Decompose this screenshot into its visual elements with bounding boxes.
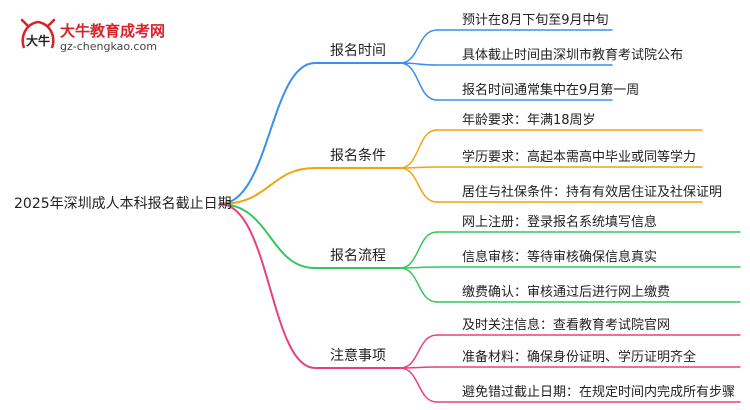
leaf-connector-time-1	[399, 29, 438, 64]
leaf-connector-notes-3	[399, 367, 438, 403]
branch-connector-process	[219, 203, 316, 269]
leaf-requirements-1: 年龄要求：年满18周岁	[462, 113, 596, 128]
mindmap-root-title: 2025年深圳成人本科报名截止日期	[14, 196, 232, 212]
leaf-process-2: 信息审核：等待审核确保信息真实	[462, 250, 658, 265]
leaf-connector-notes-1	[399, 334, 438, 369]
leaf-notes-1: 及时关注信息：查看教育考试院官网	[462, 318, 671, 333]
bull-logo-icon: 大牛	[20, 18, 56, 49]
logo-url: gz-chengkao.com	[60, 40, 157, 53]
leaf-time-3: 报名时间通常集中在9月第一周	[462, 83, 640, 98]
leaf-time-1: 预计在8月下旬至9月中旬	[462, 13, 609, 28]
leaf-process-3: 缴费确认：审核通过后进行网上缴费	[462, 285, 671, 300]
branch-label-requirements: 报名条件	[330, 148, 386, 164]
leaf-connector-requirements-3	[399, 167, 438, 203]
leaf-connector-process-3	[399, 267, 438, 303]
leaf-notes-2: 准备材料：确保身份证明、学历证明齐全	[462, 350, 697, 365]
leaf-requirements-3: 居住与社保条件：持有有效居住证及社保证明	[462, 185, 723, 200]
branch-label-process: 报名流程	[330, 248, 386, 264]
logo-title: 大牛教育成考网	[60, 22, 166, 40]
logo-mark-text: 大牛	[26, 33, 50, 48]
leaf-requirements-2: 学历要求：高起本需高中毕业或同等学力	[462, 150, 697, 165]
leaf-time-2: 具体截止时间由深圳市教育考试院公布	[462, 48, 684, 63]
branch-label-notes: 注意事项	[330, 348, 386, 364]
site-logo[interactable]: 大牛 大牛教育成考网 gz-chengkao.com	[18, 18, 188, 58]
branch-label-time: 报名时间	[330, 43, 386, 59]
leaf-connector-process-1	[399, 231, 438, 269]
leaf-connector-requirements-1	[399, 129, 438, 169]
branch-connector-requirements	[219, 167, 316, 205]
leaf-connector-time-3	[399, 62, 438, 101]
leaf-process-1: 网上注册：登录报名系统填写信息	[462, 215, 658, 230]
leaf-notes-3: 避免错过截止日期：在规定时间内完成所有步骤	[462, 385, 736, 400]
branch-connector-notes	[219, 203, 316, 369]
branch-connector-time	[219, 62, 316, 205]
